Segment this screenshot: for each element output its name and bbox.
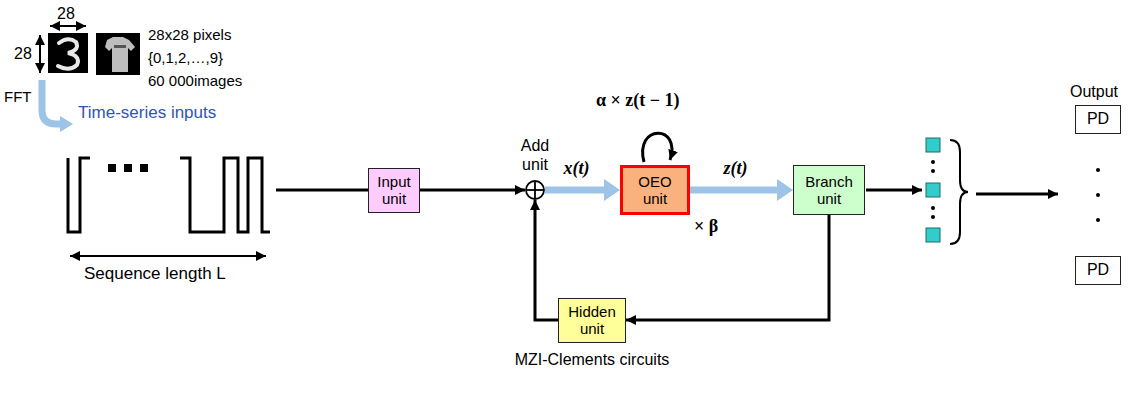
circuit-label: MZI-Clements circuits xyxy=(515,350,670,369)
connector xyxy=(535,200,558,320)
input-wire xyxy=(276,189,370,192)
gain-label: × β xyxy=(694,216,718,238)
node-heading: Add unit xyxy=(515,137,555,174)
feedback-label: α × z(t − 1) xyxy=(596,90,680,112)
dataset-note: 28x28 pixels xyxy=(148,26,231,44)
branch-unit: Branch unit xyxy=(793,165,865,215)
oeo-unit: OEO unit xyxy=(620,165,690,215)
illustration xyxy=(40,26,1100,256)
dataset-note: {0,1,2,…,9} xyxy=(148,49,223,67)
height-arrow xyxy=(39,35,41,73)
dimension-label: 28 xyxy=(57,4,75,23)
fft-arrow xyxy=(42,80,60,124)
length-arrow xyxy=(70,255,266,257)
signal-label: z(t) xyxy=(724,158,748,180)
connector xyxy=(420,189,525,192)
photodetector: PD xyxy=(1075,105,1121,134)
length-label: Sequence length L xyxy=(84,264,226,284)
feedback-loop xyxy=(643,133,672,162)
ellipsis-dot xyxy=(1096,193,1100,197)
tshirt-shape xyxy=(105,37,135,72)
fft-arrowhead xyxy=(60,116,73,132)
width-arrow xyxy=(50,25,86,27)
output-wire xyxy=(866,189,922,192)
dimension-label: 28 xyxy=(14,44,32,63)
bracket xyxy=(950,140,968,244)
pulse-waveform xyxy=(180,158,270,232)
signal-label: x(t) xyxy=(564,158,590,180)
node-text: PD xyxy=(1087,261,1109,279)
ellipsis-dot xyxy=(931,160,935,164)
add-unit: Add unit xyxy=(525,180,545,200)
ellipsis-dot xyxy=(1096,218,1100,222)
input-label: Time-series inputs xyxy=(78,103,216,123)
pulse-waveform xyxy=(68,158,90,232)
ellipsis-dot xyxy=(931,206,935,210)
transform-label: FFT xyxy=(4,88,32,106)
output-arrow xyxy=(976,193,1058,196)
node-text: OEO unit xyxy=(627,173,683,208)
adder-symbol xyxy=(525,180,545,200)
signal-arrow xyxy=(545,187,608,194)
input-unit: Input unit xyxy=(368,168,420,213)
node-text: Branch unit xyxy=(798,173,860,208)
signal-arrow xyxy=(690,187,781,194)
ellipsis-dot xyxy=(1096,168,1100,172)
output-label: Output xyxy=(1070,82,1118,101)
output-neuron xyxy=(926,138,940,152)
dataset-note: 60 000images xyxy=(148,72,242,90)
photodetector: PD xyxy=(1075,256,1121,285)
ellipsis-dot xyxy=(931,215,935,219)
node-text: Hidden unit xyxy=(563,303,621,338)
node-text: PD xyxy=(1087,110,1109,128)
tshirt-print xyxy=(114,45,126,48)
digit-image xyxy=(48,33,88,73)
output-neuron xyxy=(926,183,940,197)
hidden-unit: Hidden unit xyxy=(558,298,626,343)
ellipsis-dot xyxy=(124,164,132,172)
output-neuron xyxy=(926,228,940,242)
digit-stroke xyxy=(58,39,78,69)
fashion-image xyxy=(96,33,140,75)
ellipsis-dot xyxy=(931,169,935,173)
ellipsis-dot xyxy=(108,164,116,172)
connector xyxy=(626,215,829,320)
ellipsis-dot xyxy=(140,164,148,172)
node-text: Input unit xyxy=(373,173,415,208)
